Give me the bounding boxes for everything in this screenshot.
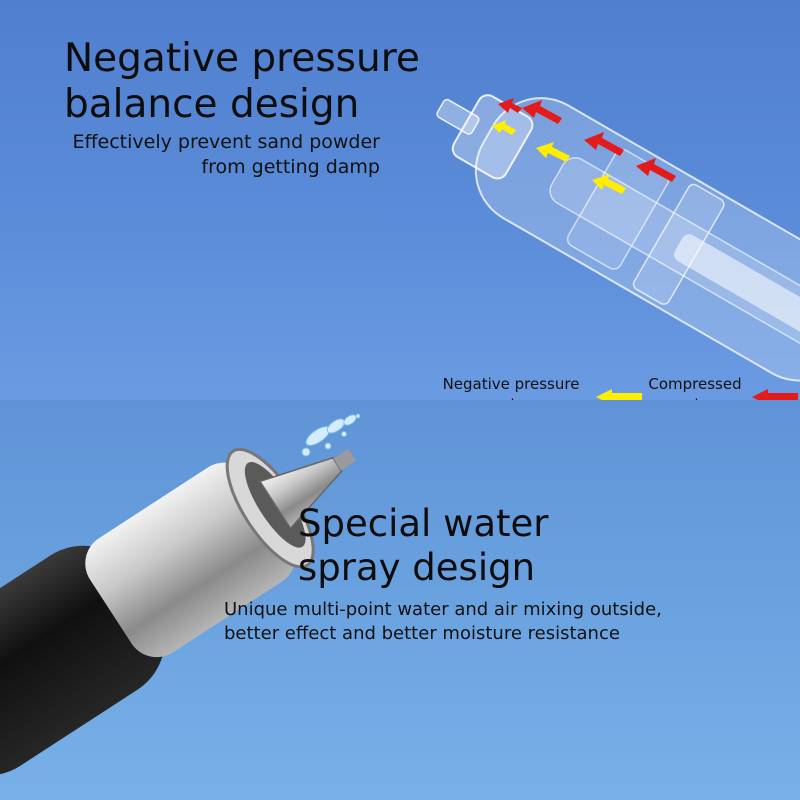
legend-negative-pressure-air: Negative pressure air <box>442 375 580 400</box>
red-left-arrow-icon <box>584 132 624 156</box>
legend-compressed-air: Compressed air <box>648 375 742 400</box>
red-left-arrow-icon <box>636 158 676 182</box>
section-title-water-spray: Special water spray design <box>298 502 549 589</box>
section-title-negative-pressure: Negative pressure balance design <box>64 36 420 127</box>
yellow-left-arrow-icon <box>596 389 642 400</box>
top-panel: Negative pressure balance design Effecti… <box>0 0 800 400</box>
section-subtitle-water-spray: Unique multi-point water and air mixing … <box>224 599 662 644</box>
metal-spray-nozzle-illustration <box>0 413 361 776</box>
water-spray <box>301 413 361 457</box>
yellow-left-arrow-icon <box>536 142 570 162</box>
red-left-arrow-icon <box>522 100 562 124</box>
transparent-nozzle-illustration <box>492 98 798 400</box>
yellow-left-arrow-icon <box>592 174 626 194</box>
negative-air-arrows <box>492 120 626 194</box>
red-left-arrow-icon <box>498 98 522 113</box>
yellow-left-arrow-icon <box>492 120 516 135</box>
red-left-arrow-icon <box>752 389 798 400</box>
section-subtitle-negative-pressure: Effectively prevent sand powder from get… <box>72 131 380 178</box>
bottom-panel: Special water spray design Unique multi-… <box>0 400 800 800</box>
compressed-air-arrows <box>498 98 676 182</box>
